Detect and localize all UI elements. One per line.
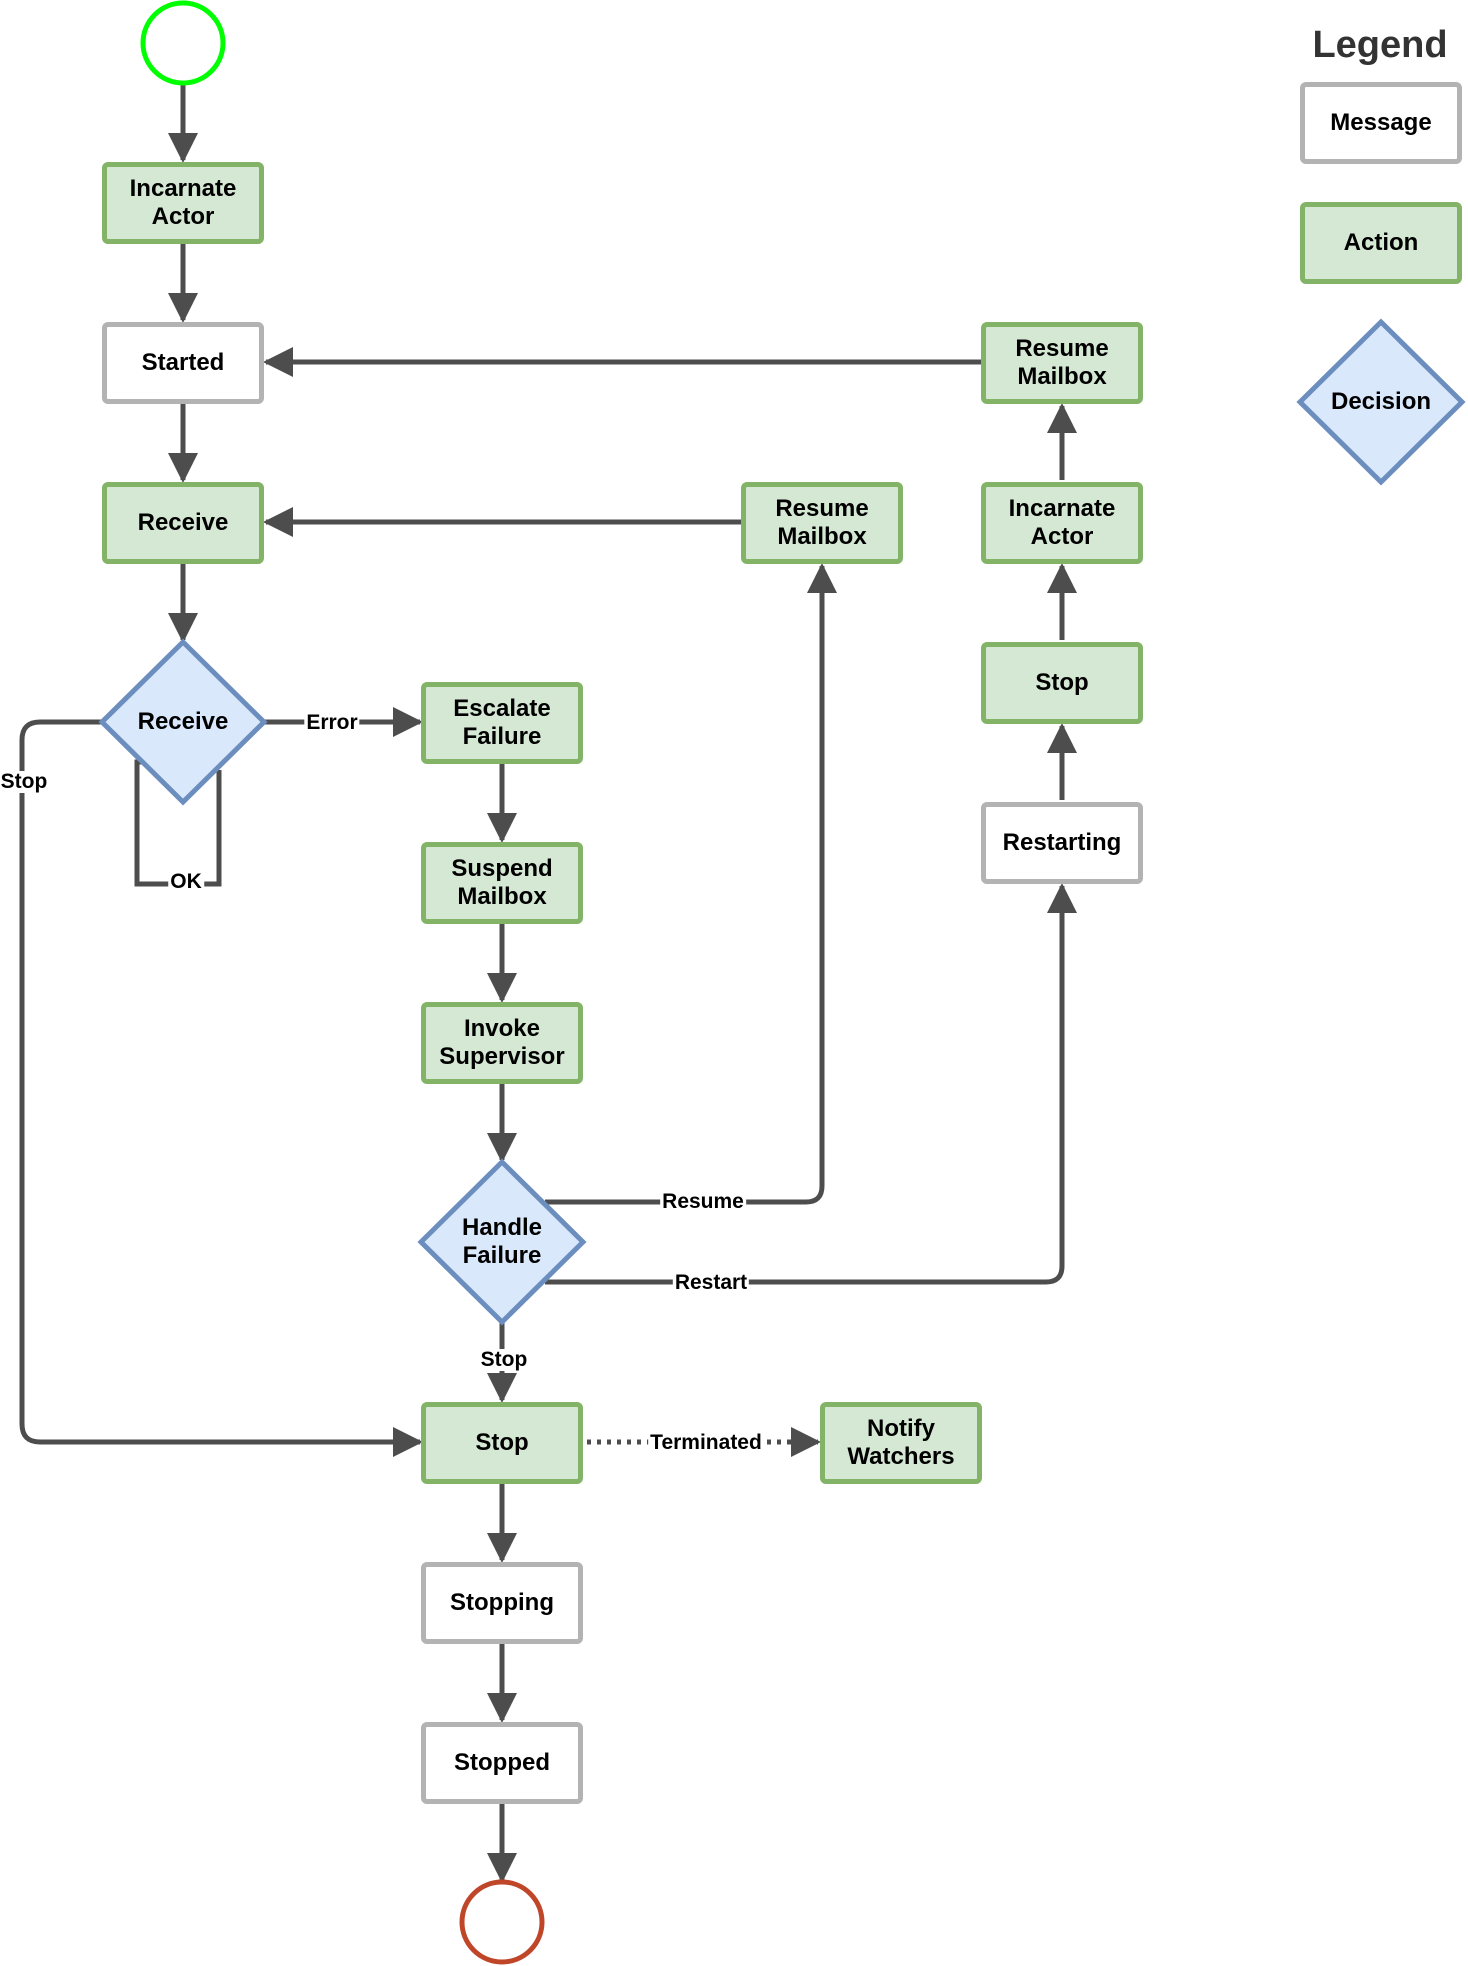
edge-restart xyxy=(545,883,1077,1285)
invoke-supervisor-node: Invoke Supervisor xyxy=(421,1002,583,1084)
receive-decision-shape xyxy=(98,638,268,806)
notify-watchers-node: Notify Watchers xyxy=(820,1402,982,1484)
suspend-mailbox-node: Suspend Mailbox xyxy=(421,842,583,924)
end-node xyxy=(459,1879,545,1965)
edge-label-stop-down: Stop xyxy=(478,1348,530,1371)
handle-failure-label: Handle Failure xyxy=(461,1214,543,1269)
resume-mailbox-restart-node: Resume Mailbox xyxy=(981,322,1143,404)
handle-failure-decision-shape xyxy=(417,1158,587,1326)
edge-resume xyxy=(545,563,837,1205)
receive-action-node: Receive xyxy=(102,482,264,564)
legend-action: Action xyxy=(1300,202,1462,284)
stopping-node: Stopping xyxy=(421,1562,583,1644)
edge-stop-left xyxy=(19,719,423,1457)
stopped-node: Stopped xyxy=(421,1722,583,1804)
incarnate-actor-restart-node: Incarnate Actor xyxy=(981,482,1143,564)
edge-label-resume: Resume xyxy=(660,1190,746,1213)
resume-mailbox-resume-node: Resume Mailbox xyxy=(741,482,903,564)
stop-action-node: Stop xyxy=(421,1402,583,1484)
incarnate-actor-node: Incarnate Actor xyxy=(102,162,264,244)
restarting-node: Restarting xyxy=(981,802,1143,884)
edge-label-stop-left: Stop xyxy=(0,770,50,793)
legend-decision-label: Decision xyxy=(1330,388,1432,415)
start-node xyxy=(140,0,226,86)
legend-message: Message xyxy=(1300,82,1462,164)
stop-restart-node: Stop xyxy=(981,642,1143,724)
escalate-failure-node: Escalate Failure xyxy=(421,682,583,764)
legend-title: Legend xyxy=(1312,24,1448,66)
edge-label-error: Error xyxy=(304,711,360,734)
edge-label-restart: Restart xyxy=(672,1271,750,1294)
receive-decision-label: Receive xyxy=(137,708,229,735)
legend-decision-shape xyxy=(1296,318,1466,486)
started-node: Started xyxy=(102,322,264,404)
edge-label-terminated: Terminated xyxy=(648,1431,764,1454)
edge-label-ok: OK xyxy=(168,870,204,893)
